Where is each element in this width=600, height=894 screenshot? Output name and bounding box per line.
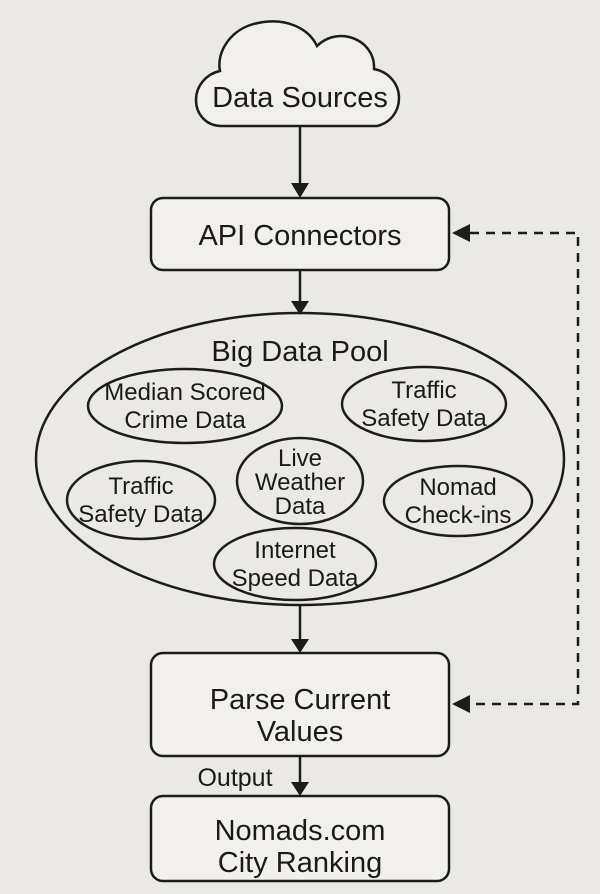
feedback-dashed-edge [470, 231, 580, 706]
parse-current-values-line2: Values [257, 716, 344, 748]
live-weather-data-line1: Live [278, 445, 322, 472]
api-connectors-label: API Connectors [198, 220, 401, 252]
nomad-check-ins-line1: Nomad [419, 474, 496, 501]
live-weather-data-ellipse [235, 436, 365, 526]
feedback-arrowhead-parse [452, 695, 470, 713]
nomads-city-ranking-line1: Nomads.com [215, 815, 386, 847]
nomads-city-ranking-box [149, 794, 451, 883]
data-sources-cloud [194, 20, 401, 128]
internet-speed-data-ellipse [212, 526, 378, 602]
median-scored-crime-data-ellipse [86, 367, 284, 445]
traffic-safety-data-upper-ellipse [340, 365, 508, 443]
output-edge-label: Output [197, 764, 272, 792]
nomads-city-ranking-line2: City Ranking [218, 847, 382, 879]
traffic-safety-data-upper-line1: Traffic [391, 377, 456, 404]
median-scored-crime-data-line2: Crime Data [124, 407, 246, 434]
traffic-safety-data-lower-line1: Traffic [108, 473, 173, 500]
nomad-check-ins-line2: Check-ins [405, 502, 512, 529]
arrowhead-parse-to-result [291, 782, 309, 796]
arrowhead-cloud-to-api [291, 183, 309, 198]
internet-speed-data-line1: Internet [254, 537, 336, 564]
feedback-arrowhead-api [452, 224, 470, 242]
big-data-pool-label: Big Data Pool [211, 336, 388, 368]
live-weather-data-line2: Weather [255, 469, 345, 496]
traffic-safety-data-lower-line2: Safety Data [78, 501, 204, 528]
arrowhead-api-to-pool [291, 301, 309, 315]
traffic-safety-data-lower-ellipse [65, 459, 217, 541]
internet-speed-data-line2: Speed Data [232, 565, 359, 592]
parse-current-values-line1: Parse Current [210, 684, 391, 716]
arrowhead-pool-to-parse [291, 639, 309, 653]
traffic-safety-data-upper-line2: Safety Data [361, 405, 487, 432]
median-scored-crime-data-line1: Median Scored [104, 379, 265, 406]
live-weather-data-line3: Data [275, 493, 326, 520]
nomad-check-ins-ellipse [382, 464, 534, 538]
data-sources-label: Data Sources [212, 82, 388, 114]
